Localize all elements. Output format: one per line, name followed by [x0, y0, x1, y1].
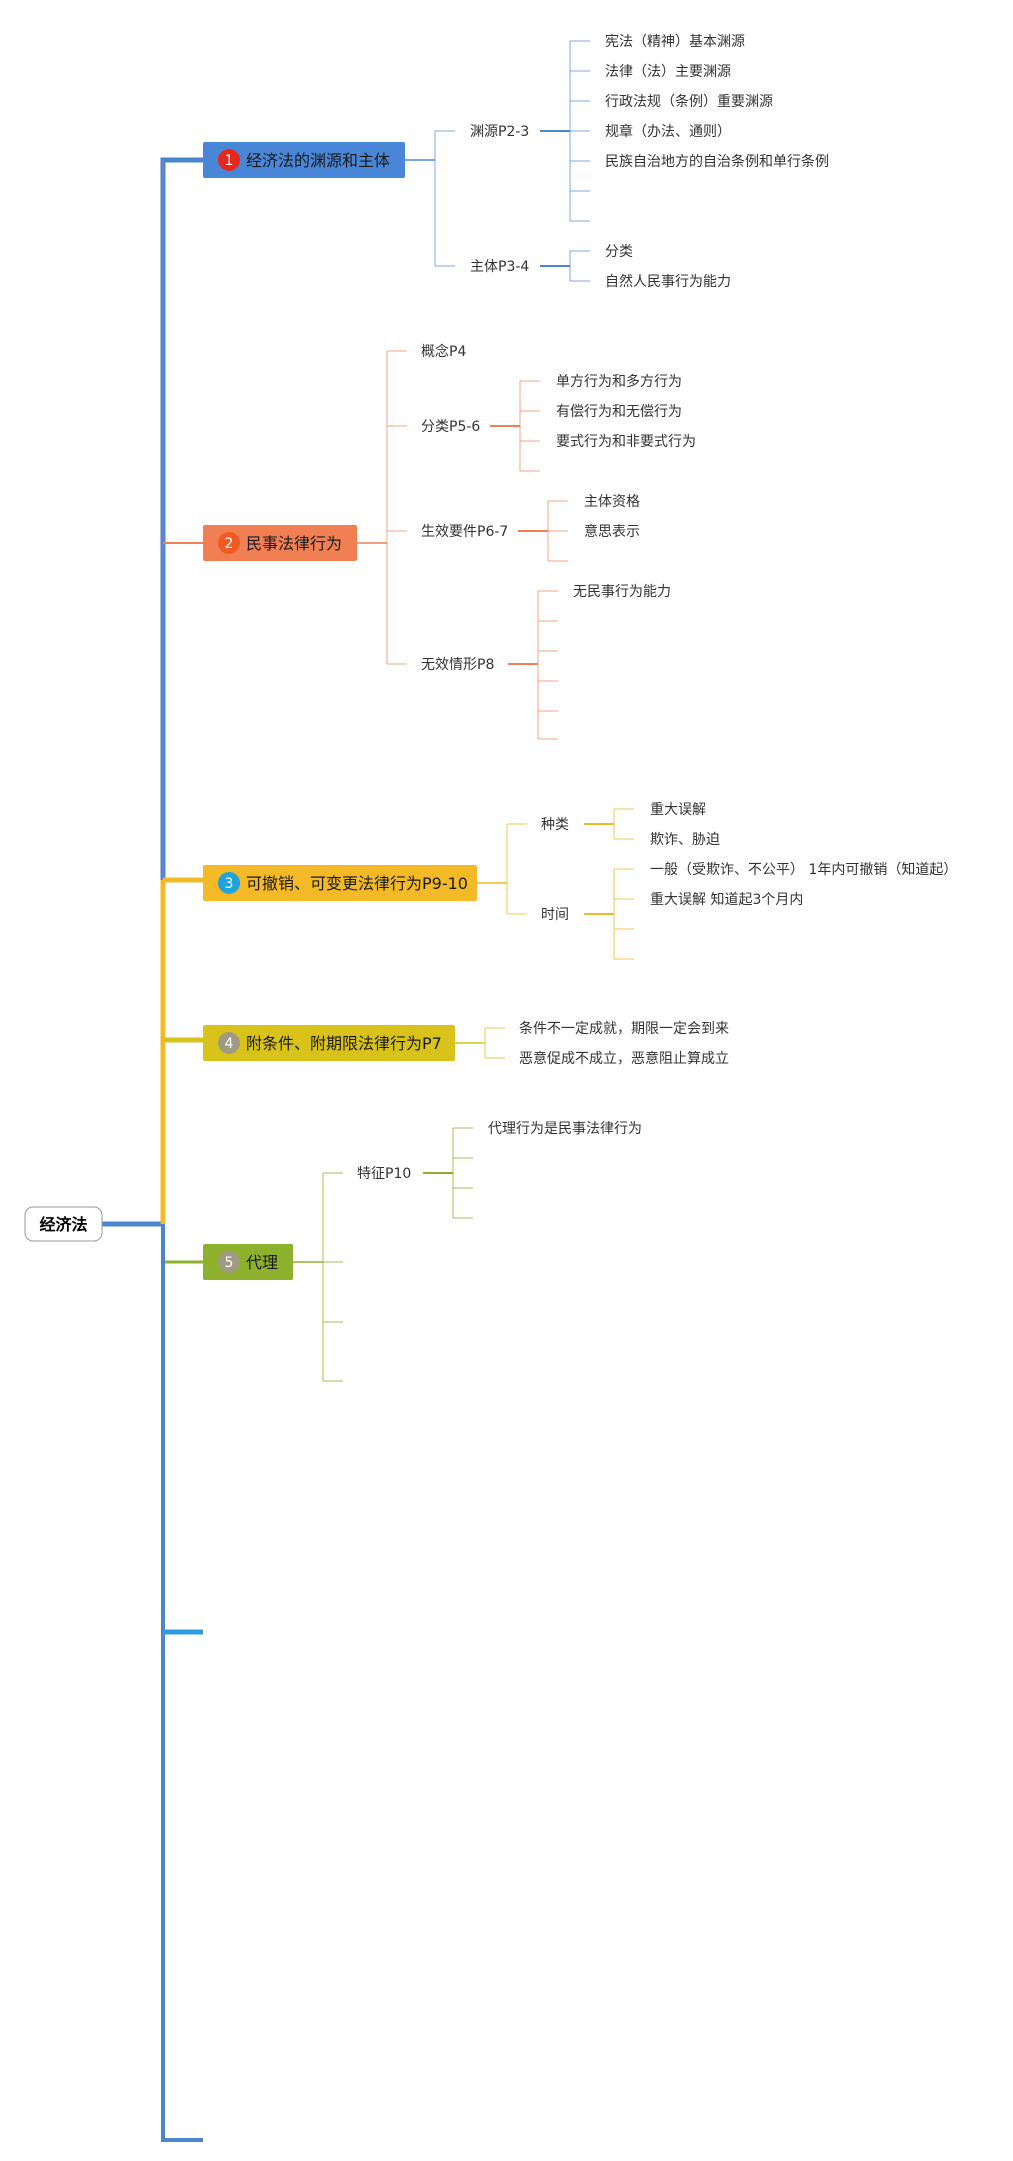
topic-yuanyuan[interactable]: 渊源P2-3 [470, 124, 529, 140]
topic-zhonglei[interactable]: 种类 [541, 817, 569, 833]
badge-5-label: 5 [225, 1255, 234, 1271]
topic-wuxiao[interactable]: 无效情形P8 [421, 657, 494, 673]
leaf-4-2[interactable]: 恶意促成不成立，恶意阻止算成立 [519, 1050, 729, 1067]
leaf-2-2-2[interactable]: 有偿行为和无偿行为 [556, 404, 682, 420]
branch-4: 4 附条件、附期限法律行为P7 条件不一定成就，期限一定会到来 恶意促成不成立，… [203, 1020, 729, 1067]
leaf-3-1-2[interactable]: 欺诈、胁迫 [650, 832, 720, 848]
branch-5-node[interactable]: 5 代理 [203, 1244, 293, 1280]
branch-5: 5 代理 特征P10 代理行为是民事法律行为 [203, 1121, 642, 1382]
leaf-2-3-2[interactable]: 意思表示 [584, 523, 640, 540]
leaf-4-1[interactable]: 条件不一定成就，期限一定会到来 [519, 1020, 729, 1037]
leaf-1-2-1[interactable]: 分类 [605, 244, 633, 260]
leaf-1-1-4[interactable]: 规章（办法、通则） [605, 123, 731, 140]
branch-1: 1 经济法的渊源和主体 渊源P2-3 宪法（精神）基本渊源 法律（法）主要渊源 … [203, 33, 829, 290]
branch-2-node[interactable]: 2 民事法律行为 [203, 525, 357, 561]
leaf-3-1-1[interactable]: 重大误解 [650, 802, 706, 818]
badge-2-icon [218, 532, 240, 554]
branch-5-label: 代理 [246, 1253, 278, 1272]
badge-4-label: 4 [225, 1036, 234, 1052]
topic-shengxiao[interactable]: 生效要件P6-7 [421, 524, 508, 540]
leaf-1-2-2[interactable]: 自然人民事行为能力 [605, 273, 731, 290]
topic-gainian[interactable]: 概念P4 [421, 343, 466, 360]
badge-1-icon [218, 149, 240, 171]
leaf-5-1-1[interactable]: 代理行为是民事法律行为 [488, 1121, 642, 1137]
branch-2-label: 民事法律行为 [246, 534, 342, 553]
topic-fenlei[interactable]: 分类P5-6 [421, 419, 480, 435]
branch-2: 2 民事法律行为 概念P4 分类P5-6 单方行为和多方行为 有偿行为和无偿行为… [203, 343, 696, 740]
branch-3-label: 可撤销、可变更法律行为P9-10 [246, 874, 468, 893]
badge-5-icon [218, 1251, 240, 1273]
branch-1-node[interactable]: 1 经济法的渊源和主体 [203, 142, 405, 178]
branch-3-node[interactable]: 3 可撤销、可变更法律行为P9-10 [203, 865, 477, 901]
leaf-2-3-1[interactable]: 主体资格 [584, 494, 640, 510]
root-node[interactable]: 经济法 [24, 1206, 103, 1242]
branch-4-label: 附条件、附期限法律行为P7 [246, 1034, 442, 1053]
topic-tezheng[interactable]: 特征P10 [357, 1166, 411, 1182]
main-spine [102, 157, 203, 2142]
root-label: 经济法 [39, 1215, 87, 1234]
leaf-1-1-1[interactable]: 宪法（精神）基本渊源 [605, 33, 745, 50]
badge-4-icon [218, 1032, 240, 1054]
leaf-3-2-1[interactable]: 一般（受欺诈、不公平） 1年内可撤销（知道起） [650, 861, 957, 878]
badge-3-icon [218, 872, 240, 894]
topic-zhuti[interactable]: 主体P3-4 [470, 259, 529, 275]
leaf-2-2-3[interactable]: 要式行为和非要式行为 [556, 434, 696, 450]
badge-2-label: 2 [225, 536, 234, 552]
badge-1-label: 1 [225, 153, 234, 169]
branch-3: 3 可撤销、可变更法律行为P9-10 种类 重大误解 欺诈、胁迫 时间 一般（受… [203, 802, 957, 960]
leaf-2-2-1[interactable]: 单方行为和多方行为 [556, 373, 682, 390]
branch-4-node[interactable]: 4 附条件、附期限法律行为P7 [203, 1025, 455, 1061]
badge-3-label: 3 [225, 876, 234, 892]
branch-1-label: 经济法的渊源和主体 [246, 151, 390, 170]
leaf-1-1-2[interactable]: 法律（法）主要渊源 [605, 64, 731, 80]
leaf-2-4-1[interactable]: 无民事行为能力 [573, 584, 671, 600]
topic-shijian[interactable]: 时间 [541, 907, 569, 923]
leaf-1-1-5[interactable]: 民族自治地方的自治条例和单行条例 [605, 153, 829, 170]
leaf-3-2-2[interactable]: 重大误解 知道起3个月内 [650, 891, 803, 908]
leaf-1-1-3[interactable]: 行政法规（条例）重要渊源 [605, 93, 773, 110]
